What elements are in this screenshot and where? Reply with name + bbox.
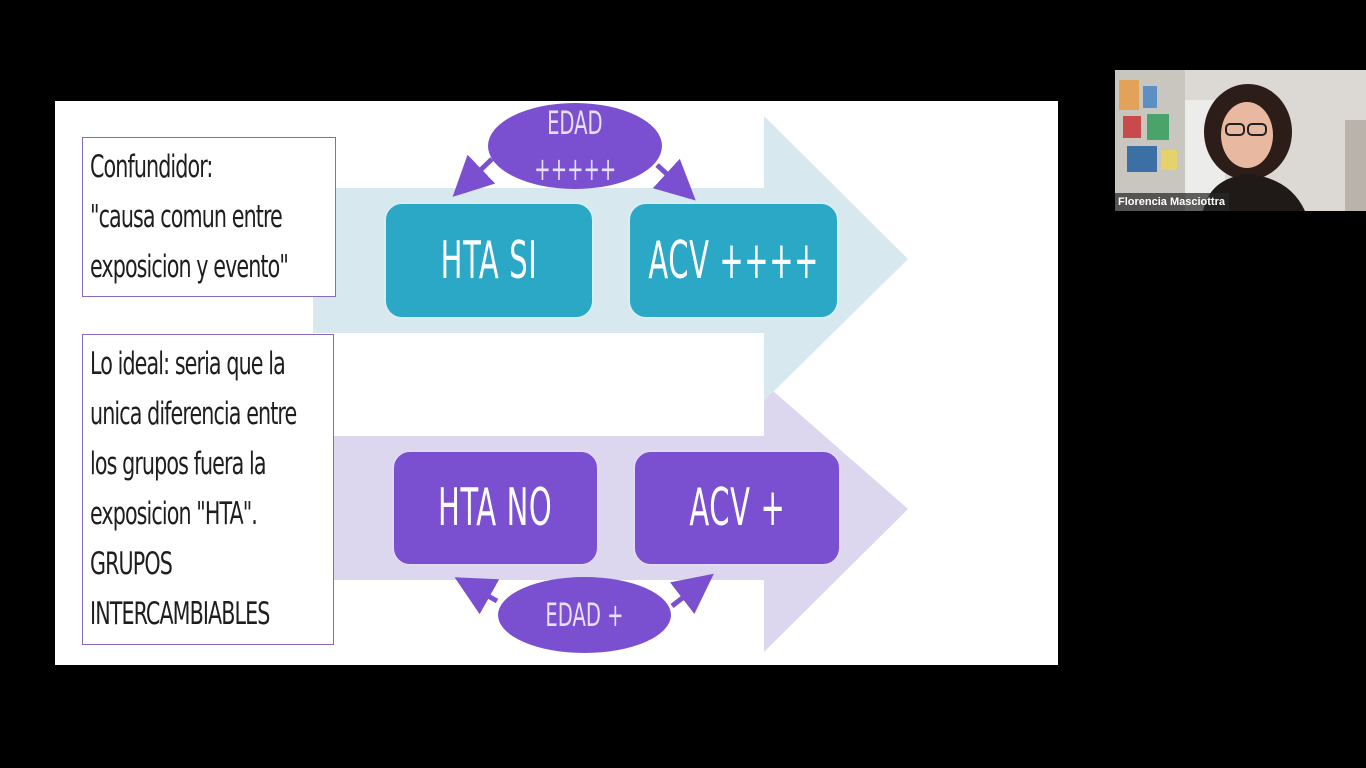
hta-si-box: HTA SI — [384, 202, 594, 319]
ideal-line-2: unica diferencia entre — [90, 396, 297, 432]
participant-video-tile[interactable]: Florencia Masciottra — [1115, 70, 1366, 211]
participant-name-tag: Florencia Masciottra — [1115, 193, 1229, 211]
acv-top-box: ACV ++++ — [628, 202, 839, 319]
confounder-definition-box: Confundidor: "causa comun entre exposici… — [82, 137, 336, 297]
top-arrow-shape — [313, 116, 908, 401]
acv-bottom-box: ACV + — [633, 450, 841, 566]
acv-bottom-label: ACV + — [689, 478, 785, 538]
presentation-slide: Confundidor: "causa comun entre exposici… — [55, 101, 1058, 665]
edad-bottom-label: EDAD + — [545, 596, 624, 634]
confounder-line-3: exposicion y evento" — [90, 249, 289, 285]
edad-top-label: EDAD — [547, 104, 603, 142]
participant-video-feed — [1115, 70, 1366, 211]
ideal-line-5: GRUPOS — [90, 546, 173, 582]
ideal-line-6: INTERCAMBIABLES — [90, 596, 270, 632]
edad-bottom-ellipse: EDAD + — [498, 577, 671, 653]
ideal-line-1: Lo ideal: seria que la — [90, 346, 286, 382]
hta-si-label: HTA SI — [440, 230, 538, 291]
edad-top-ellipse: EDAD +++++ — [488, 103, 662, 189]
acv-top-label: ACV ++++ — [648, 230, 819, 291]
edad-top-value: +++++ — [533, 150, 617, 188]
arrow-edad-plus-to-hta-no — [454, 577, 500, 615]
hta-no-box: HTA NO — [392, 450, 599, 566]
arrow-edad-plus-to-acv-bottom — [669, 573, 714, 615]
ideal-line-4: exposicion "HTA". — [90, 496, 258, 532]
ideal-line-3: los grupos fuera la — [90, 446, 266, 482]
arrow-edad-to-acv-top — [652, 158, 696, 201]
confounder-line-1: Confundidor: — [90, 149, 213, 185]
ideal-comparison-box: Lo ideal: seria que la unica diferencia … — [82, 334, 334, 645]
confounder-line-2: "causa comun entre — [90, 199, 283, 235]
hta-no-label: HTA NO — [438, 478, 553, 538]
arrow-edad-to-hta-si — [452, 154, 496, 197]
